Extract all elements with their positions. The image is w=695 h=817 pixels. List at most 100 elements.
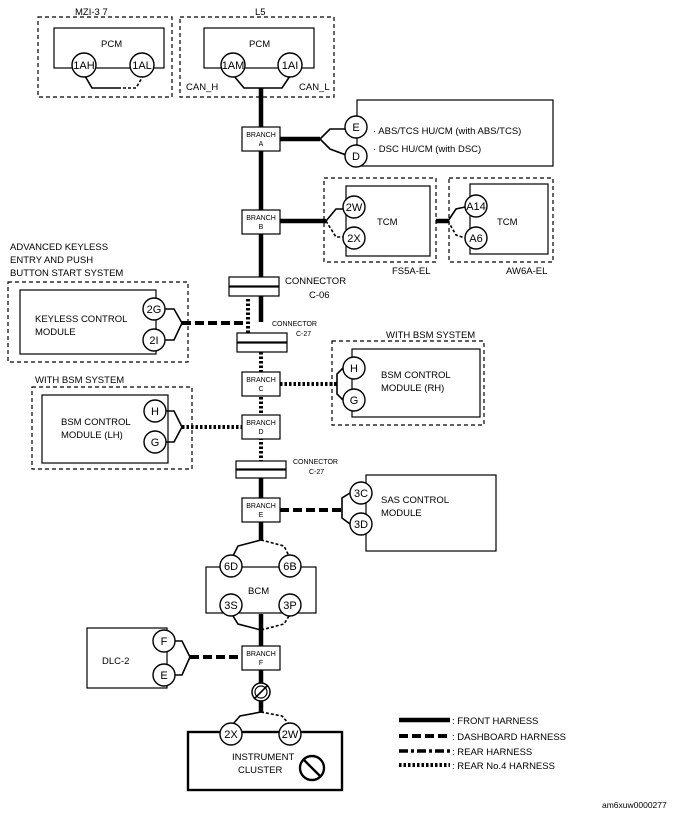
- abs-pin-d: [344, 144, 368, 168]
- dlc-module: DLC-2 F E: [86, 627, 242, 689]
- tcm-aw6a-module: A14 A6 TCM AW6A-EL: [436, 177, 554, 277]
- branch-b: BRANCH B: [241, 209, 281, 235]
- cluster-resistor-icon: [298, 754, 326, 782]
- branch-a-box: [241, 126, 281, 152]
- legend-dashboard-label: : DASHBOARD HARNESS: [452, 732, 566, 743]
- connector-c27-upper-code: C-27: [296, 331, 311, 338]
- connector-c06: CONNECTOR C-06: [228, 276, 346, 301]
- pcm-mzi-name: PCM: [101, 39, 122, 50]
- abs-pin-d-label: D: [352, 151, 360, 163]
- bsm-lh-pin-g-label: G: [151, 437, 160, 449]
- branch-d-label: BRANCH: [246, 420, 276, 427]
- tcm-fs5a-pin-2w-label: 2W: [346, 202, 363, 214]
- bsm-rh-header: WITH BSM SYSTEM: [386, 330, 475, 341]
- connector-c06-top: [228, 276, 280, 287]
- can-h-label: CAN_H: [186, 82, 218, 93]
- bsm-rh-box: [351, 348, 481, 418]
- cluster-line2: CLUSTER: [238, 765, 282, 776]
- tcm-aw6a-pin-a14: [464, 194, 488, 218]
- pcm-l5-pin-1am: [220, 52, 246, 78]
- pcm-l5-module: L5 PCM 1AM 1AI CAN_H CAN_L: [179, 7, 335, 98]
- branch-e-label: BRANCH: [246, 503, 276, 510]
- tcm-aw6a-name: TCM: [497, 217, 518, 228]
- legend-front-label: : FRONT HARNESS: [452, 716, 538, 727]
- pcm-l5-option-outline: [179, 16, 335, 98]
- branch-d: BRANCH D: [241, 414, 281, 440]
- connector-c27-upper-label: CONNECTOR: [272, 321, 317, 328]
- can-l-label: CAN_L: [299, 82, 330, 93]
- connector-c27-lower-code: C-27: [309, 469, 324, 476]
- keyless-box: [19, 289, 157, 355]
- branch-f-box: [241, 645, 281, 671]
- abs-dsc-module: E D · ABS/TCS HU/CM (with ABS/TCS) · DSC…: [261, 99, 554, 168]
- bsm-lh-pin-h-label: H: [151, 406, 159, 418]
- bcm-pin-6d: [219, 554, 243, 578]
- keyless-header-1: ADVANCED KEYLESS: [10, 242, 108, 253]
- legend-rear-label: : REAR HARNESS: [452, 747, 532, 758]
- pcm-l5-pin-1am-label: 1AM: [222, 60, 245, 72]
- branch-f: BRANCH F: [241, 645, 281, 671]
- bsm-lh-line2: MODULE (LH): [61, 430, 123, 441]
- bsm-rh-pin-h-label: H: [350, 363, 358, 375]
- connector-c06-label: CONNECTOR: [285, 276, 346, 287]
- tcm-aw6a-option-outline: [448, 177, 554, 263]
- keyless-pin-2i-label: 2I: [149, 335, 158, 347]
- branch-f-letter: F: [259, 660, 263, 667]
- connector-c27-lower-label: CONNECTOR: [293, 459, 338, 466]
- dlc-pin-f-label: F: [161, 636, 168, 648]
- branch-e-box: [241, 497, 281, 523]
- pcm-l5-pin-1ai-label: 1AI: [282, 60, 299, 72]
- bsm-rh-line1: BSM CONTROL: [381, 370, 451, 381]
- pcm-mzi-module: MZI-3 7 PCM 1AH 1AL: [37, 7, 173, 98]
- bsm-lh-header: WITH BSM SYSTEM: [35, 375, 124, 386]
- bsm-lh-option-outline: [31, 386, 193, 470]
- tcm-aw6a-pin-a14-label: A14: [466, 201, 486, 213]
- legend: : FRONT HARNESS : DASHBOARD HARNESS : RE…: [399, 716, 566, 772]
- connector-c27-lower: CONNECTOR C-27: [235, 459, 338, 479]
- sas-line1: SAS CONTROL: [381, 495, 449, 506]
- tcm-fs5a-module: 2W 2X TCM FS5A-EL: [261, 177, 437, 277]
- sas-module: 3C 3D SAS CONTROL MODULE: [280, 474, 497, 552]
- bsm-rh-module: WITH BSM SYSTEM H G BSM CONTROL MODULE (…: [280, 330, 485, 426]
- connector-c27-lower-bottom: [235, 469, 287, 479]
- tcm-aw6a-pin-a6-label: A6: [469, 233, 482, 245]
- cluster-pin-2x: [219, 722, 243, 746]
- bsm-lh-line1: BSM CONTROL: [61, 417, 131, 428]
- pcm-mzi-pin-1ah: [71, 52, 97, 78]
- pcm-mzi-pin-1al: [129, 52, 155, 78]
- pcm-mzi-pin-1ah-label: 1AH: [73, 60, 94, 72]
- bcm-pin-6b-label: 6B: [283, 561, 296, 573]
- abs-dsc-box: [356, 99, 554, 167]
- abs-line1: · ABS/TCS HU/CM (with ABS/TCS): [373, 126, 521, 137]
- terminating-resistor-icon: [251, 682, 271, 702]
- bcm-pin-6b: [278, 554, 302, 578]
- connector-c27-upper-bottom: [236, 342, 288, 353]
- branch-b-label: BRANCH: [246, 215, 276, 222]
- branch-a-letter: A: [259, 141, 264, 148]
- pcm-mzi-option-outline: [37, 16, 173, 98]
- branch-b-letter: B: [259, 224, 264, 231]
- dlc-pin-e-label: E: [160, 670, 167, 682]
- branch-a: BRANCH A: [241, 126, 281, 152]
- cluster-pin-2w: [278, 722, 302, 746]
- bcm-pin-3s: [219, 593, 243, 617]
- abs-pin-e-label: E: [352, 122, 359, 134]
- bsm-rh-pin-g-label: G: [350, 395, 359, 407]
- instrument-cluster-module: 2X 2W INSTRUMENT CLUSTER: [186, 711, 344, 792]
- connector-c06-bottom: [228, 286, 280, 297]
- tcm-aw6a-caption: AW6A-EL: [506, 266, 547, 277]
- branch-e: BRANCH E: [241, 497, 281, 523]
- pcm-l5-pin-1ai: [277, 52, 303, 78]
- tcm-fs5a-pin-2w: [342, 195, 366, 219]
- abs-pin-e: [344, 115, 368, 139]
- connector-c27-upper: CONNECTOR C-27: [236, 321, 317, 353]
- bsm-lh-module: WITH BSM SYSTEM BSM CONTROL MODULE (LH) …: [31, 375, 242, 470]
- branch-e-letter: E: [259, 512, 264, 519]
- keyless-header-2: ENTRY AND PUSH: [10, 255, 93, 266]
- bsm-rh-line2: MODULE (RH): [381, 383, 444, 394]
- branch-c-letter: C: [258, 386, 263, 393]
- keyless-module: ADVANCED KEYLESS ENTRY AND PUSH BUTTON S…: [7, 242, 244, 363]
- bcm-pin-3p-label: 3P: [283, 600, 296, 612]
- branch-c-box: [241, 371, 281, 397]
